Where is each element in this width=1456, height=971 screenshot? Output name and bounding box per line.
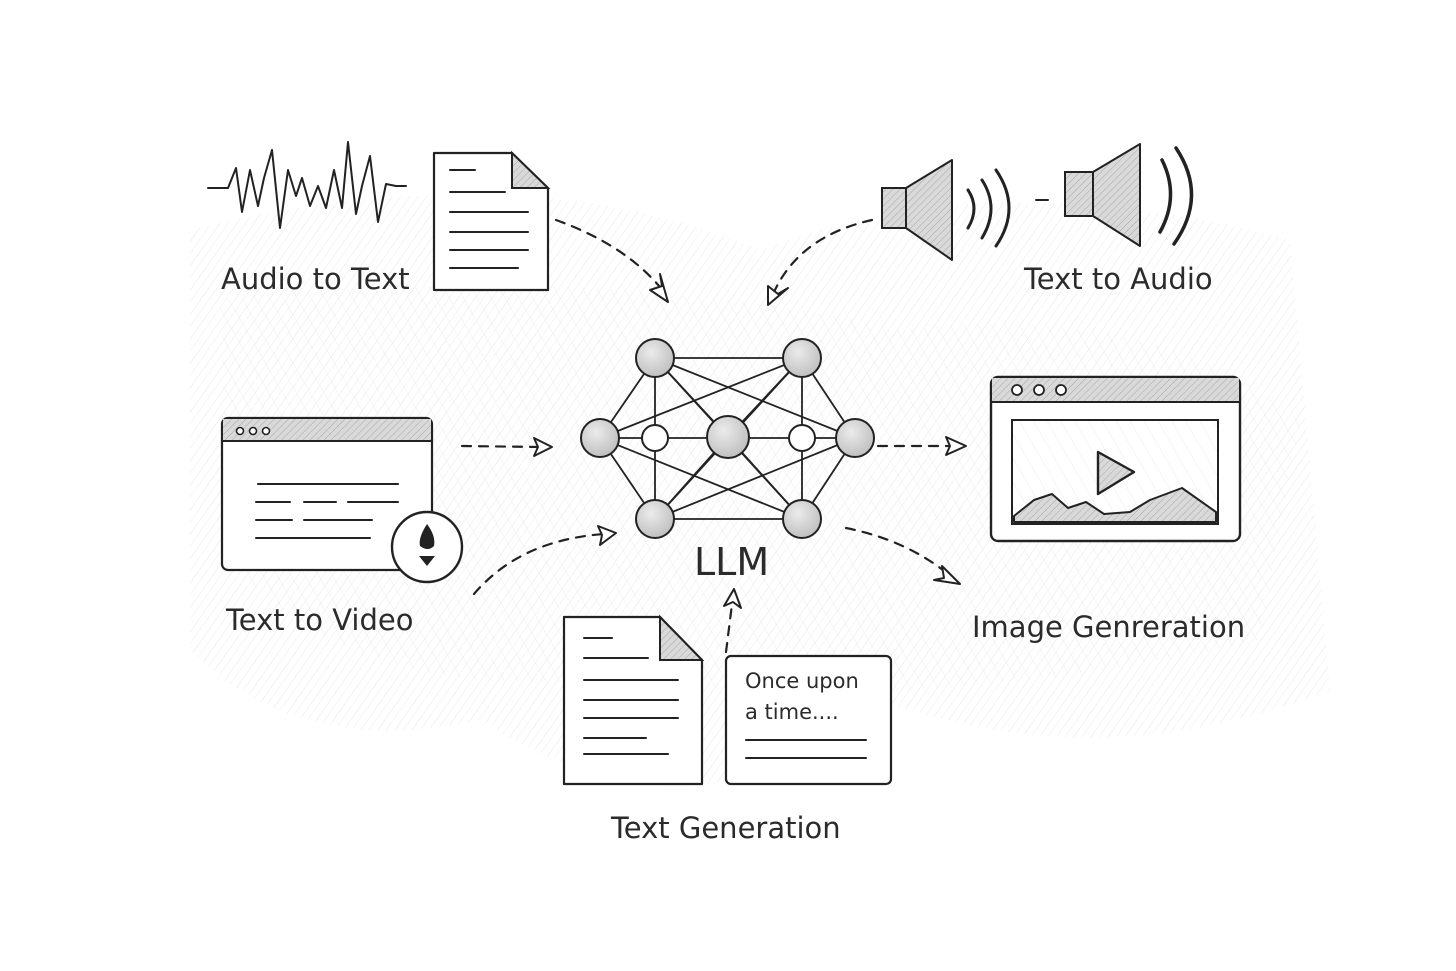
- llm-network: LLM: [580, 338, 875, 584]
- flow-arrows: [460, 218, 967, 654]
- llm-label: LLM: [694, 540, 769, 584]
- story-line-1: Once upon: [745, 669, 859, 693]
- network-node: [635, 338, 675, 378]
- media-player-window-icon: [989, 375, 1242, 543]
- network-nodes: [580, 338, 875, 539]
- arrow-text-to-video-top: [460, 444, 542, 449]
- arrow-image-generation-bottom: [844, 526, 950, 576]
- text-generation-group: Once upon a time.... Text Generation: [562, 614, 893, 845]
- arrow-audio-to-text: [554, 218, 666, 294]
- audio-to-text-label: Audio to Text: [221, 262, 410, 296]
- arrow-text-generation: [724, 602, 734, 654]
- image-generation-label: Image Genreration: [972, 610, 1245, 644]
- network-node: [788, 424, 816, 452]
- story-card: Once upon a time....: [724, 654, 893, 786]
- network-node: [835, 418, 875, 458]
- audio-to-text-group: Audio to Text: [207, 141, 551, 296]
- download-badge-icon: [390, 510, 464, 584]
- network-node: [782, 338, 822, 378]
- image-generation-group: Image Genreration: [972, 375, 1245, 644]
- text-to-video-label: Text to Video: [225, 603, 413, 637]
- speaker-icon: [1064, 143, 1194, 247]
- story-line-2: a time....: [745, 700, 839, 724]
- text-to-audio-label: Text to Audio: [1023, 262, 1213, 296]
- network-node: [641, 424, 669, 452]
- document-icon: [432, 150, 551, 292]
- text-to-video-group: Text to Video: [220, 416, 464, 637]
- mountains-icon: [1013, 487, 1217, 523]
- network-node: [635, 499, 675, 539]
- text-to-audio-group: Text to Audio: [881, 143, 1213, 296]
- text-generation-label: Text Generation: [610, 811, 841, 845]
- play-icon: [1096, 450, 1136, 496]
- network-node: [580, 418, 620, 458]
- browser-window-icon: [220, 416, 434, 572]
- document-icon: [562, 614, 705, 786]
- network-node: [782, 499, 822, 539]
- arrow-text-to-video-bottom: [472, 532, 606, 596]
- speaker-icon: [881, 159, 1011, 261]
- waveform-icon: [207, 141, 407, 229]
- network-node: [706, 415, 750, 459]
